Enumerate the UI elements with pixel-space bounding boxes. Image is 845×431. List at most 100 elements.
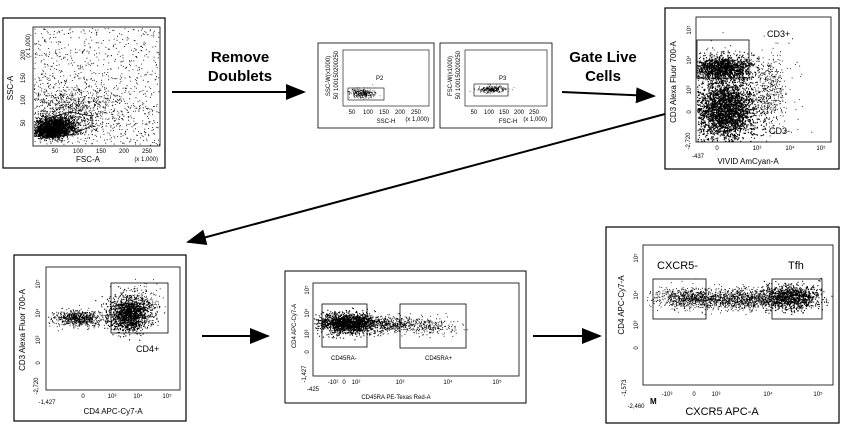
y-tick: 100 bbox=[21, 94, 27, 105]
x-tick: 150 bbox=[499, 110, 510, 116]
x-tick: 50 bbox=[52, 149, 59, 155]
x-tick: 10³ bbox=[108, 394, 117, 400]
gate-label-cd45ra-pos: CD45RA+ bbox=[425, 356, 453, 362]
y-tick: 10³ bbox=[634, 321, 640, 330]
x-axis-label: VIVID AmCyan-A bbox=[717, 157, 779, 166]
step-gate-live-cells: Cells bbox=[585, 68, 621, 85]
y-tick: 150 bbox=[334, 70, 340, 81]
x-tick: 50 bbox=[471, 110, 478, 116]
gate-label-cd3-pos: CD3+ bbox=[767, 29, 790, 39]
y-tick: 200 bbox=[334, 60, 340, 71]
x-tick: 200 bbox=[395, 110, 406, 116]
panel-cd45ra: CD45RA- CD45RA+ CD45RA PE-Texas Red-A -4… bbox=[284, 270, 527, 404]
x-axis-label: CXCR5 APC-A bbox=[685, 406, 759, 418]
gate-lymphocytes bbox=[37, 111, 93, 139]
y-tick: 10⁴ bbox=[686, 55, 693, 65]
scatter-dots-live-cd3 bbox=[697, 32, 813, 143]
y-tick: 200 bbox=[21, 49, 27, 60]
y-axis-label: SSC-W(x1000) bbox=[326, 56, 332, 96]
x-tick: 0 bbox=[81, 394, 85, 400]
gate-tfh bbox=[771, 278, 823, 320]
y-axis-label: FSC-W(x1000) bbox=[448, 56, 454, 96]
arrow-diagonal bbox=[186, 113, 666, 246]
x-axis-label: SSC-H bbox=[377, 119, 396, 125]
step-remove-doublets: Doublets bbox=[208, 68, 272, 85]
panel-live-cd3: CD3+ CD3- VIVID AmCyan-A -437 -2,720 CD3… bbox=[664, 7, 840, 170]
y-tick: 150 bbox=[456, 70, 462, 81]
y-axis-label: SSC-A bbox=[6, 75, 15, 100]
x-tick: 10⁴ bbox=[785, 145, 795, 152]
y-tick: 10⁵ bbox=[686, 25, 693, 35]
x-tick: 10⁵ bbox=[816, 145, 826, 152]
x-axis-unit: (x 1,000) bbox=[405, 117, 429, 123]
y-tick: 10³ bbox=[687, 86, 693, 95]
panel-ssc-singlets: P2 SSC-H (x 1,000) SSC-W(x1000) 50 100 1… bbox=[317, 42, 435, 129]
y-tick: 50 bbox=[456, 92, 462, 99]
x-tick: 10³ bbox=[753, 146, 762, 152]
y-axis-label: CD4 APC-Cy7-A bbox=[292, 304, 298, 348]
y-tick: 200 bbox=[456, 60, 462, 71]
x-axis-label: CD45RA PE-Texas Red-A bbox=[361, 395, 430, 401]
x-axis-label: CD4 APC-Cy7-A bbox=[83, 407, 143, 416]
x-tick: 200 bbox=[514, 110, 525, 116]
x-tick: 250 bbox=[142, 149, 153, 155]
x-tick: 10⁵ bbox=[813, 391, 823, 398]
x-tick: 10⁴ bbox=[763, 391, 773, 398]
x-tick: 150 bbox=[379, 110, 390, 116]
x-axis-min: -425 bbox=[307, 387, 320, 393]
x-tick: 100 bbox=[363, 110, 374, 116]
scatter-dots-cd45ra bbox=[314, 307, 468, 341]
x-tick: 200 bbox=[119, 149, 130, 155]
x-tick: 10³ bbox=[712, 392, 721, 398]
scatter-dots-fsc-ssc bbox=[34, 28, 160, 146]
x-axis-min: -2,460 bbox=[627, 404, 645, 410]
y-tick: 50 bbox=[21, 119, 27, 126]
step-gate-live-cells: Gate Live bbox=[569, 49, 637, 66]
y-tick: 0 bbox=[634, 346, 640, 350]
y-tick: 0 bbox=[36, 361, 42, 365]
y-tick: 250 bbox=[456, 50, 462, 61]
y-axis-label: CD3 Alexa Fluor 700-A bbox=[669, 40, 678, 122]
x-tick: 0 bbox=[692, 392, 696, 398]
y-axis-min: -1,573 bbox=[622, 379, 628, 397]
arrow-right bbox=[561, 87, 656, 104]
x-tick: 10⁵ bbox=[492, 379, 502, 386]
y-axis-label: CD3 Alexa Fluor 700-A bbox=[18, 288, 27, 370]
gate-cxcr5-neg bbox=[652, 278, 707, 320]
gate-label-p2: P2 bbox=[376, 76, 384, 82]
x-tick: -10² bbox=[328, 380, 339, 386]
panel-fsc-ssc: FSC-A (x 1,000) (x 1,000) SSC-A 50 100 1… bbox=[2, 17, 166, 169]
x-tick: 50 bbox=[349, 110, 356, 116]
gate-cd3-pos bbox=[696, 39, 750, 79]
y-axis-min: -1,427 bbox=[302, 365, 308, 383]
gate-cd45ra-neg bbox=[321, 303, 368, 348]
x-tick: 10⁴ bbox=[133, 393, 143, 400]
scatter-dots-fsc-singlets bbox=[469, 83, 515, 95]
y-tick: 50 bbox=[334, 92, 340, 99]
gate-cd4-pos bbox=[110, 282, 169, 334]
x-tick: 10² bbox=[352, 380, 361, 386]
x-tick: 10⁴ bbox=[443, 379, 453, 386]
y-axis-min: -2,720 bbox=[34, 377, 40, 395]
x-tick: -10³ bbox=[662, 392, 673, 398]
x-axis-min: -437 bbox=[692, 154, 705, 160]
x-axis-unit: (x 1,000) bbox=[523, 117, 547, 123]
y-tick: 10³ bbox=[305, 330, 311, 339]
y-tick: 10³ bbox=[36, 336, 42, 345]
gate-label-p3: P3 bbox=[499, 76, 507, 82]
scatter-dots-ssc-singlets bbox=[347, 84, 381, 100]
gate-label-cd4-pos: CD4+ bbox=[136, 344, 159, 354]
corner-marker: M bbox=[650, 397, 657, 406]
y-tick: 250 bbox=[334, 50, 340, 61]
y-tick: 10⁴ bbox=[633, 290, 640, 300]
gate-label-cd3-neg: CD3- bbox=[769, 126, 790, 136]
scatter-dots-cxcr5 bbox=[647, 277, 833, 315]
x-axis-label: FSC-A bbox=[76, 155, 101, 164]
y-tick: 100 bbox=[456, 80, 462, 91]
y-tick: 10⁴ bbox=[304, 308, 311, 318]
y-tick: 10⁵ bbox=[35, 279, 42, 289]
step-remove-doublets: Remove bbox=[211, 49, 269, 66]
x-axis-label: FSC-H bbox=[499, 119, 517, 125]
y-axis-label: CD4 APC-Cy7-A bbox=[617, 275, 626, 335]
